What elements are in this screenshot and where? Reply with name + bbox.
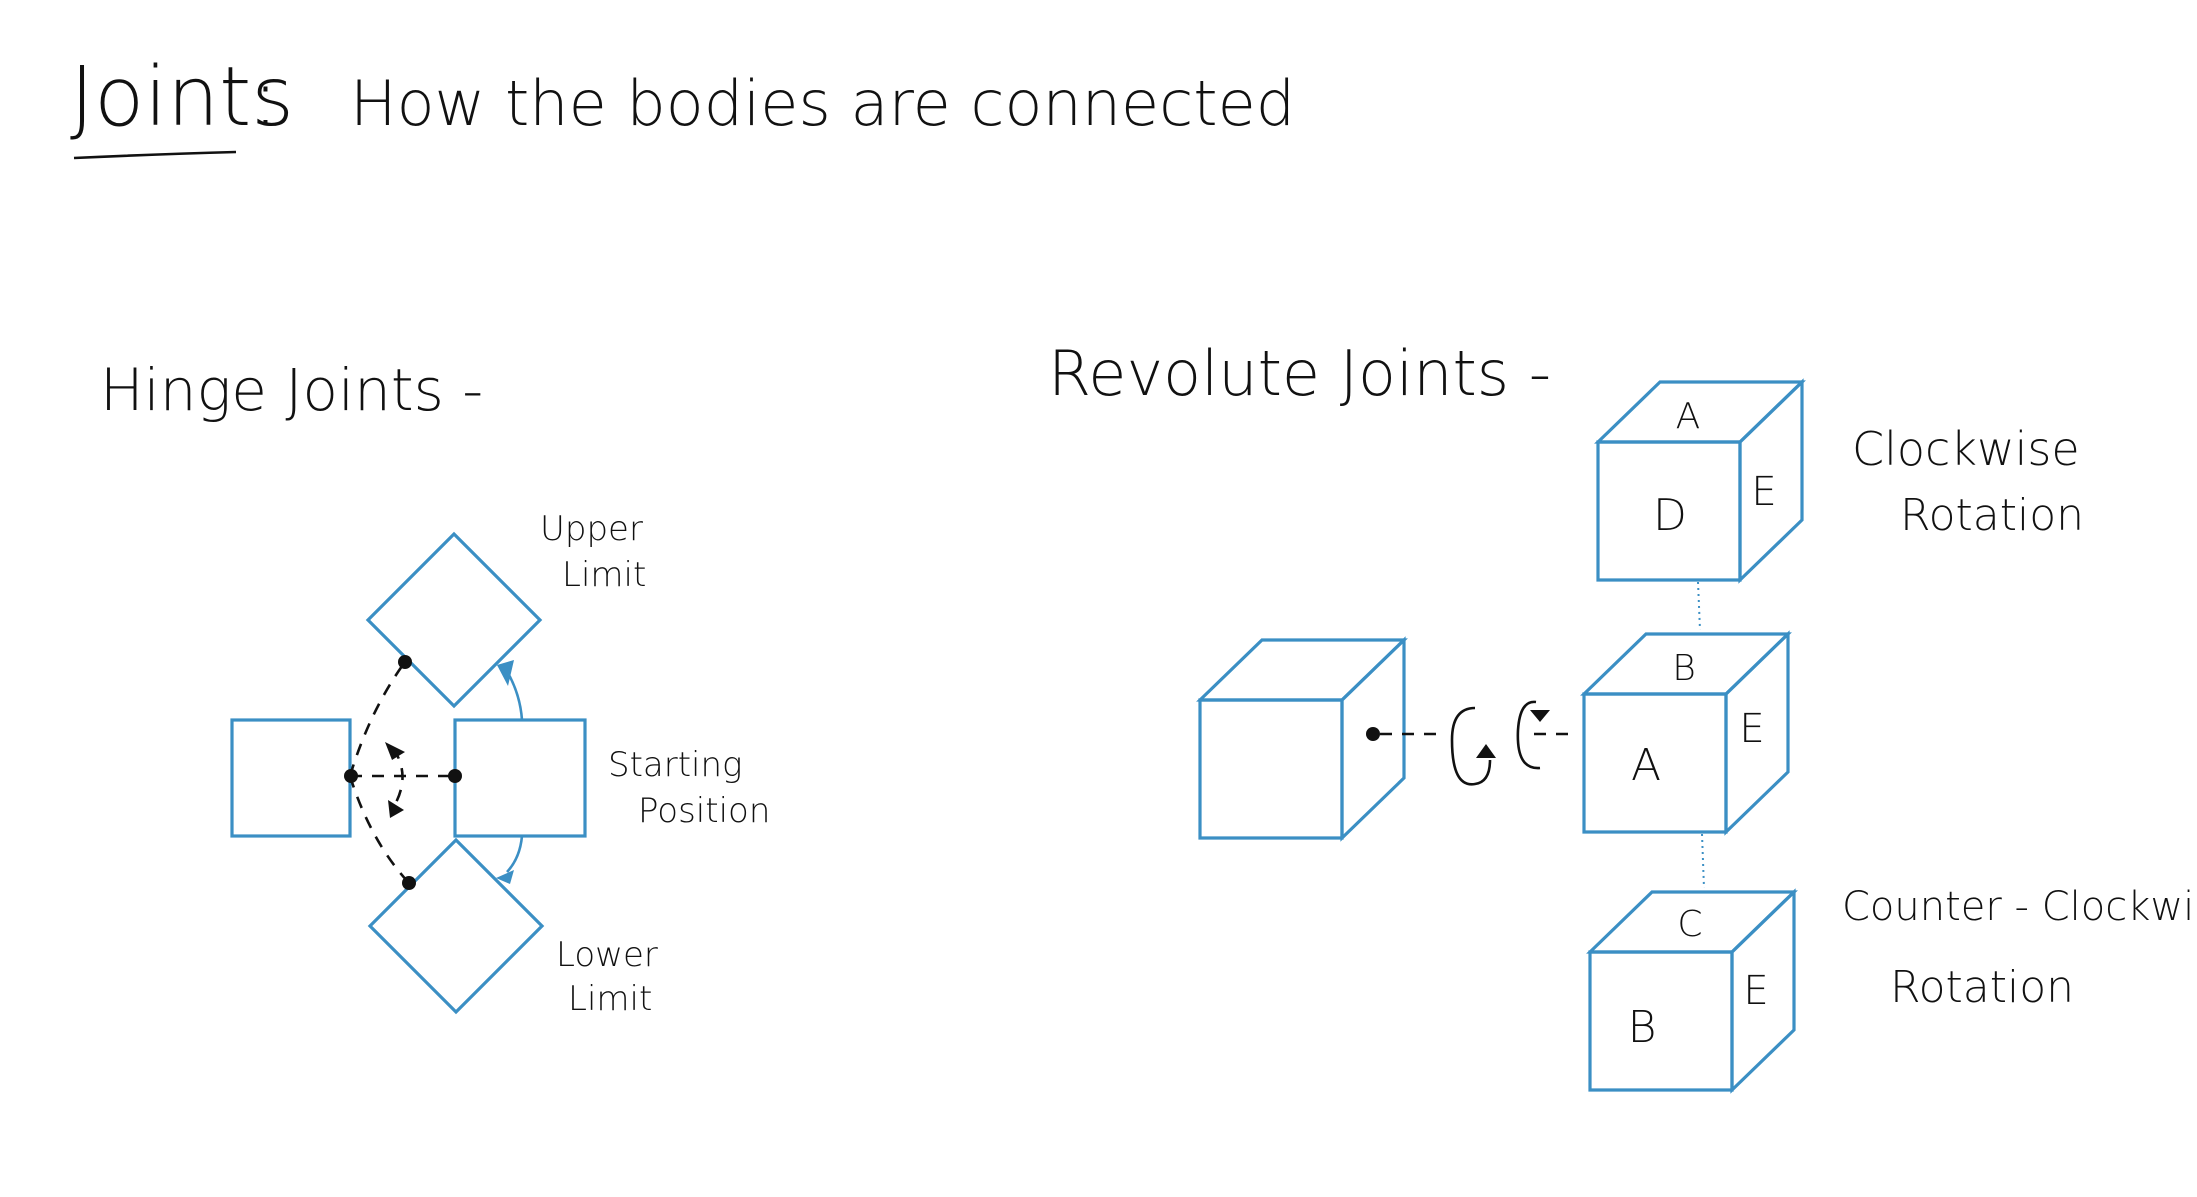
starting-label-1: Starting	[608, 745, 742, 785]
middle-cube-side-face: E	[1739, 706, 1764, 752]
middle-cube-front-face: A	[1631, 740, 1661, 791]
bottom-cube-side-face: E	[1743, 968, 1768, 1014]
hinge-upper-dot	[398, 655, 412, 669]
upper-limit-label-1: Upper	[540, 509, 643, 549]
hinge-pivot-dot	[344, 769, 358, 783]
hinge-lower-dot	[402, 876, 416, 890]
counter-clockwise-rotation-icon	[1516, 700, 1550, 770]
middle-bottom-link	[1701, 833, 1705, 889]
starting-label-2: Position	[638, 791, 770, 831]
lower-limit-arrow-icon	[496, 870, 514, 884]
revolute-top-cube	[1594, 378, 1806, 584]
top-middle-link	[1697, 581, 1701, 631]
hinge-starting-body	[453, 718, 587, 838]
revolute-middle-cube	[1580, 630, 1792, 836]
bottom-cube-front-face: B	[1628, 1002, 1657, 1053]
top-cube-top-face: A	[1676, 396, 1701, 437]
top-cube-side-face: E	[1751, 469, 1776, 515]
page-subtitle: How the bodies are connected	[350, 67, 1295, 140]
upper-limit-label-2: Limit	[562, 555, 646, 595]
title-underline	[73, 150, 237, 160]
lower-limit-label-2: Limit	[568, 979, 652, 1019]
hinge-lower-body	[367, 837, 545, 1015]
hinge-arrow-up-icon	[385, 742, 405, 760]
hinge-start-dot	[448, 769, 462, 783]
ccw-label-2: Rotation	[1890, 962, 2074, 1013]
hinge-diagram	[230, 531, 587, 1015]
clockwise-label-2: Rotation	[1900, 490, 2084, 541]
revolute-bottom-cube	[1586, 888, 1798, 1094]
lower-limit-arc	[506, 835, 524, 873]
ccw-label-1: Counter - Clockwise	[1842, 884, 2197, 930]
bottom-cube-top-face: C	[1677, 904, 1702, 945]
hinge-arrow-down-icon	[388, 800, 404, 818]
title-colon: :	[252, 51, 279, 144]
page-title: Joints	[70, 50, 294, 145]
lower-limit-label-1: Lower	[556, 935, 658, 975]
hinge-upper-link	[348, 661, 407, 777]
top-cube-front-face: D	[1653, 490, 1687, 541]
revolute-base-cube	[1196, 636, 1408, 842]
hinge-heading: Hinge Joints -	[100, 356, 483, 424]
clockwise-rotation-icon	[1450, 706, 1496, 786]
revolute-heading: Revolute Joints -	[1048, 337, 1551, 410]
clockwise-label-1: Clockwise	[1852, 422, 2080, 476]
revolute-pivot-dot	[1366, 727, 1380, 741]
hinge-fixed-body	[230, 718, 352, 838]
hinge-upper-body	[365, 531, 543, 709]
upper-limit-arrow-icon	[497, 660, 514, 686]
middle-cube-top-face: B	[1672, 648, 1696, 689]
